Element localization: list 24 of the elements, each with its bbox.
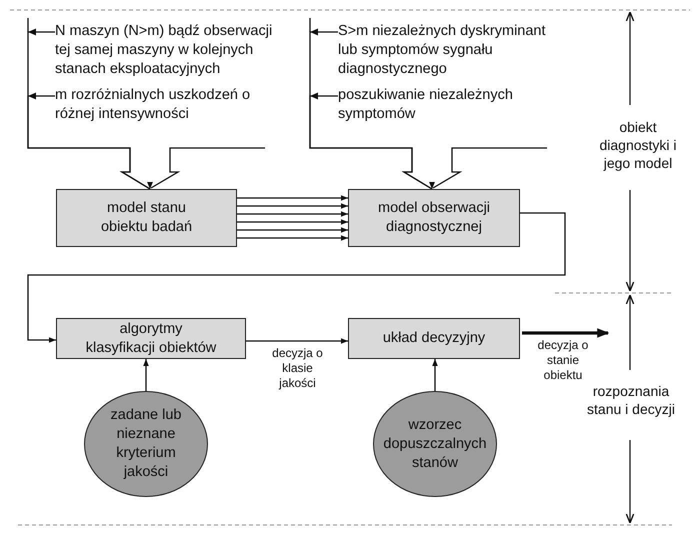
process-box: model stanu obiektu badań — [56, 189, 237, 247]
arrow — [27, 92, 153, 190]
edge-label: decyzja o klasie jakości — [270, 346, 325, 391]
arrow — [237, 211, 348, 217]
arrow — [237, 227, 348, 233]
arrow — [237, 235, 348, 241]
input-ellipse: wzorzec dopuszczalnych stanów — [373, 391, 497, 497]
input-ellipse: zadane lub nieznane kryterium jakości — [84, 391, 208, 497]
arrow — [237, 219, 348, 225]
arrow — [246, 338, 348, 344]
arrow — [27, 212, 566, 343]
arrow — [522, 328, 610, 338]
process-box: algorytmy klasyfikacji obiektów — [56, 318, 246, 359]
arrow — [237, 203, 348, 209]
note-text: m rozróżnialnych uszkodzeń o różnej intensywności — [55, 86, 270, 124]
arrow — [143, 359, 149, 391]
note-text: N maszyn (N>m) bądź obserwacji tej samej maszyny w kolejnych stanach eksploatacyjnych — [55, 22, 287, 79]
arrow — [432, 359, 438, 391]
arrow — [237, 195, 348, 201]
note-text: poszukiwanie niezależnych symptomów — [338, 86, 553, 124]
process-box: model obserwacji diagnostycznej — [348, 189, 520, 247]
arrow — [309, 92, 435, 190]
process-box: układ decyzyjny — [348, 318, 520, 359]
note-text: S>m niezależnych dyskryminant lub symptomów sygnału diagnostycznego — [338, 22, 563, 79]
